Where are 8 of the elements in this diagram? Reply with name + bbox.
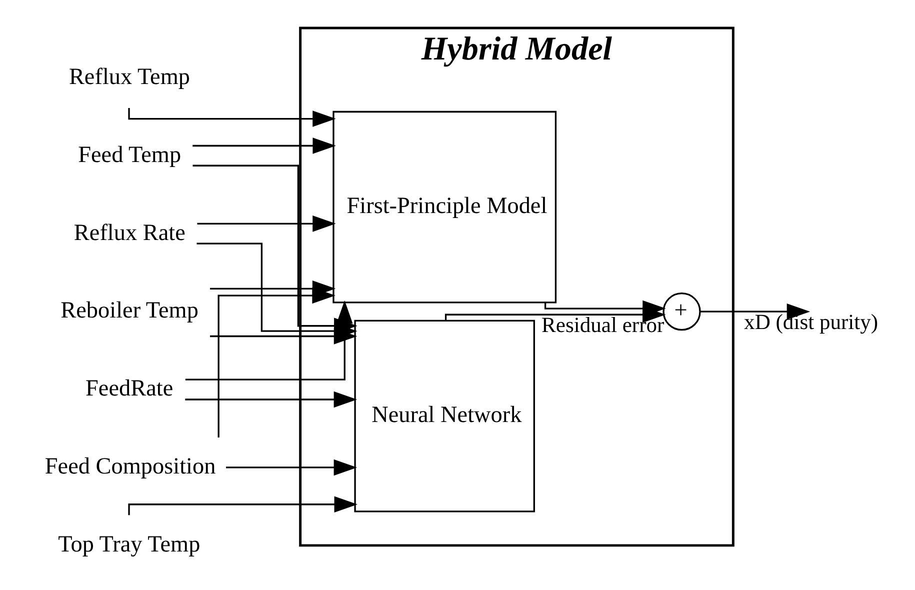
edge-label: Residual error (542, 312, 664, 337)
node-text: FeedRate (86, 376, 174, 402)
node-text: Reboiler Temp (60, 298, 198, 324)
node-text: Reflux Rate (74, 220, 186, 246)
node-text: Feed Temp (78, 142, 182, 168)
node-text: Feed Composition (44, 454, 216, 480)
node-text: Reflux Temp (68, 64, 190, 90)
node-text: Top Tray Temp (58, 532, 200, 558)
